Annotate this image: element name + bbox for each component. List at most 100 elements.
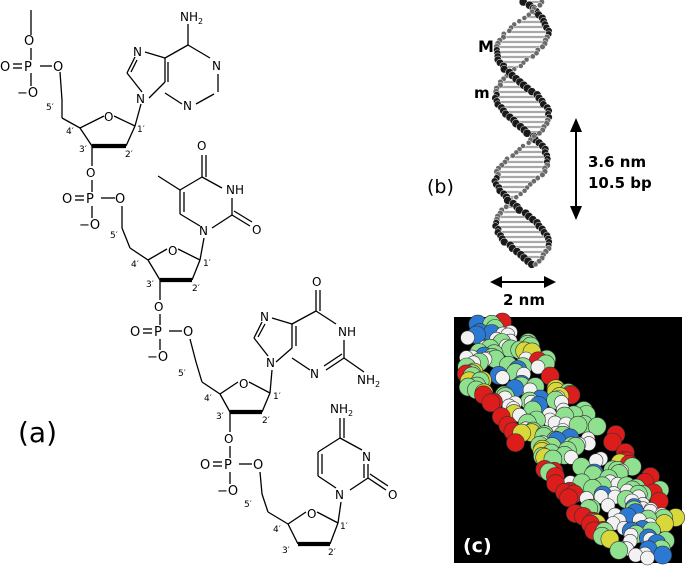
backbone-atom-strand-1 [540, 44, 546, 50]
atom-p: P [86, 192, 94, 207]
diameter-label: 2 nm [503, 291, 545, 309]
backbone-atom-strand-2 [507, 28, 512, 33]
backbone-atom-strand-2 [510, 153, 515, 158]
backbone-atom-strand-2 [537, 2, 542, 7]
label-3-prime: 3′ [282, 546, 290, 556]
atom-o: O [130, 325, 140, 340]
phosphate-group-2: O P O O −O [62, 166, 125, 233]
label-3-prime: 3′ [216, 412, 224, 422]
atom-o: O [239, 377, 248, 391]
atom-n: N [183, 99, 192, 113]
sugar-ring-1: 5′ 4′ O 1′ 3′ 2′ [46, 100, 145, 166]
atom-o: O [200, 458, 210, 473]
atom-o: O [0, 60, 10, 75]
label-5-prime: 5′ [244, 500, 252, 510]
hydrogen-atom [496, 371, 510, 385]
backbone-atom-strand-2 [526, 140, 531, 145]
atom-o: O [253, 458, 263, 473]
atom-o: O [86, 166, 95, 180]
panel-a-chemical-structure: O P O O −O 5′ 4′ O 1′ 3′ 2′ [0, 10, 397, 558]
atom-o: O [183, 325, 193, 340]
pitch-arrow [570, 118, 582, 220]
atom-n: N [260, 310, 269, 324]
backbone-atom-strand-2 [537, 131, 542, 136]
atom-o: O [168, 244, 177, 258]
diameter-arrow [490, 276, 556, 288]
atom-nh2: NH2 [330, 402, 353, 418]
backbone-atom-strand-2 [522, 16, 527, 21]
backbone-atom-strand-1 [514, 195, 519, 200]
label-4-prime: 4′ [273, 525, 281, 535]
atom-o: O [62, 192, 72, 207]
atom-o: O [224, 432, 233, 446]
label-1-prime: 1′ [137, 125, 145, 135]
atom-n: N [136, 92, 145, 106]
atom-nh2: NH2 [357, 373, 380, 389]
label-1-prime: 1′ [340, 522, 348, 532]
atom-nh: NH [338, 325, 356, 339]
panel-c-label: (c) [463, 535, 492, 557]
label-4-prime: 4′ [131, 260, 139, 270]
atom-n: N [212, 59, 221, 73]
label-4-prime: 4′ [66, 127, 74, 137]
atom-n: N [199, 224, 208, 238]
major-groove-label: M [478, 37, 494, 56]
label-2-prime: 2′ [328, 548, 336, 558]
panel-b-label: (b) [427, 176, 454, 198]
atom-o: O [104, 110, 113, 124]
panel-a-label: (a) [18, 416, 57, 449]
atom-o: O [307, 507, 316, 521]
label-3-prime: 3′ [79, 145, 87, 155]
label-5-prime: 5′ [178, 369, 186, 379]
atom-n: N [266, 356, 275, 370]
label-2-prime: 2′ [192, 284, 200, 294]
phosphate-group-1: O P O O −O [0, 10, 63, 101]
carbon-atom [610, 541, 628, 559]
atom-p: P [24, 60, 32, 75]
label-2-prime: 2′ [125, 150, 133, 160]
phosphate-group-4: O P O O −O [200, 432, 263, 499]
atom-nh: NH [226, 183, 244, 197]
backbone-atom-strand-2 [533, 262, 538, 267]
sugar-ring-2: 5′ 4′ O 1′ 3′ 2′ [110, 228, 211, 300]
oxygen-atom [560, 489, 578, 507]
label-2-prime: 2′ [262, 416, 270, 426]
backbone-atom-strand-2 [517, 19, 522, 24]
atom-o: O [24, 34, 34, 49]
nitrogen-atom [654, 546, 672, 564]
atom-nh2: NH2 [180, 10, 203, 26]
sugar-ring-4: 5′ 4′ O 1′ 3′ 2′ [244, 494, 348, 558]
backbone-atom-strand-1 [518, 64, 523, 69]
phosphate-group-3: O P O O −O [130, 300, 196, 365]
label-3-prime: 3′ [146, 280, 154, 290]
atom-o-minus: −O [147, 350, 168, 365]
minor-groove-label: m [474, 84, 490, 102]
atom-o: O [53, 60, 63, 75]
label-1-prime: 1′ [273, 392, 281, 402]
atom-n: N [133, 45, 142, 59]
label-4-prime: 4′ [204, 394, 212, 404]
hydrogen-atom [641, 551, 655, 565]
adenine-base: N N NH2 N N [127, 10, 221, 113]
atom-n: N [335, 488, 344, 502]
atom-o: O [115, 192, 125, 207]
atom-o: O [197, 139, 206, 153]
atom-o-minus: −O [217, 484, 238, 499]
backbone-atom-strand-1 [540, 172, 546, 178]
double-helix-model [491, 0, 552, 268]
atom-n: N [362, 450, 371, 464]
backbone-atom-strand-1 [530, 54, 535, 59]
sugar-ring-3: 5′ 4′ O 1′ 3′ 2′ [178, 362, 281, 432]
panel-c-space-filling-model: (c) [454, 313, 685, 565]
panel-b-double-helix: M m (b) 3.6 nm 10.5 bp 2 nm [427, 0, 652, 309]
oxygen-atom [507, 434, 525, 452]
atom-o-minus: −O [79, 218, 100, 233]
hydrogen-atom [461, 331, 475, 345]
thymine-base: N O NH O [158, 139, 261, 238]
atom-o: O [154, 300, 163, 314]
pitch-basepairs-label: 10.5 bp [588, 174, 652, 192]
atom-o: O [312, 275, 321, 289]
atom-o-minus: −O [17, 86, 38, 101]
atom-o: O [252, 223, 261, 237]
